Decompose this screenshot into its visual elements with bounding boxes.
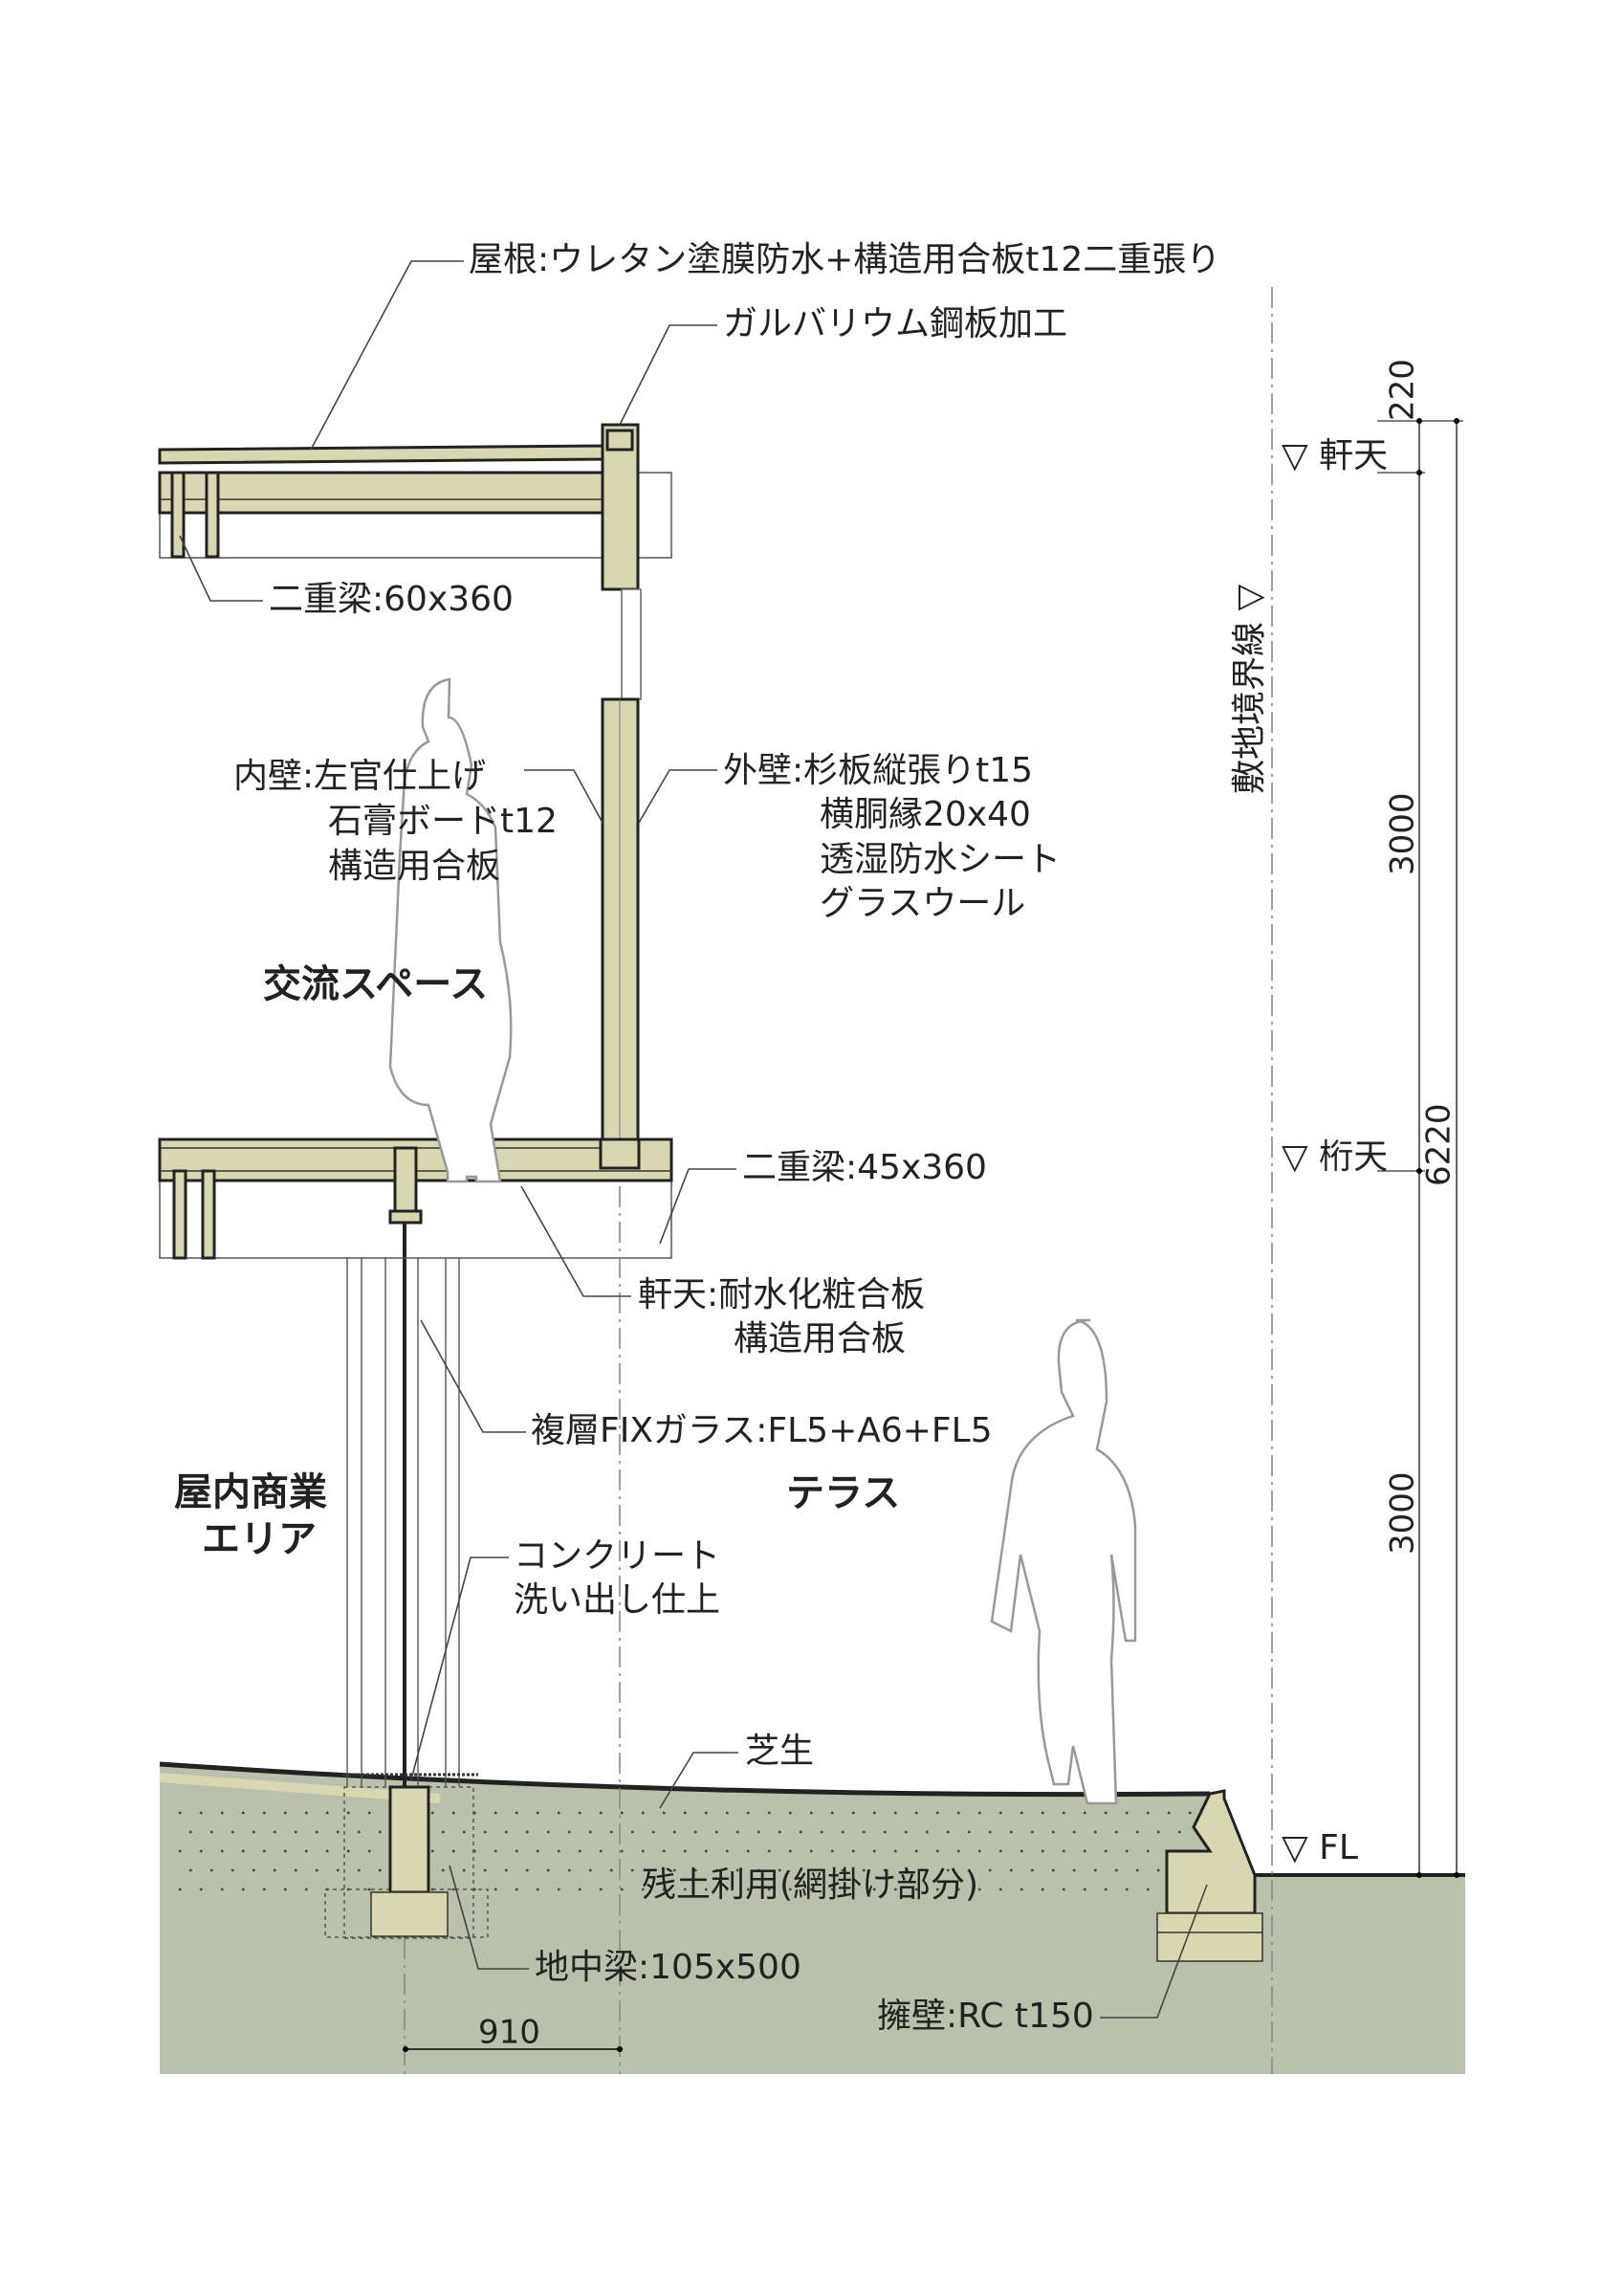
galvalume-label: ガルバリウム鋼板加工	[723, 304, 1067, 343]
room-indoor-commercial: エリア	[202, 1517, 317, 1561]
inner-wall-label: 石膏ボードt12	[328, 802, 558, 841]
retaining-wall	[1156, 1789, 1263, 1962]
leader-lines	[179, 260, 1208, 2019]
soil-hatch	[178, 1811, 1202, 1891]
inner-wall-label: 内壁:左官仕上げ	[233, 757, 486, 796]
lower-beam-label: 二重梁:45x360	[742, 1148, 987, 1187]
floor-slab	[158, 1137, 673, 1260]
soil-label: 残土利用(網掛け部分)	[642, 1866, 978, 1905]
dim-3000-upper: 3000	[1384, 792, 1422, 875]
ground	[159, 1761, 1465, 2074]
upper-beam-label: 二重梁:60x360	[269, 580, 514, 619]
soffit-label: 軒天:耐水化粧合板	[638, 1275, 925, 1314]
level-fl: ▽ FL	[1282, 1828, 1358, 1867]
dim-6220: 6220	[1420, 1103, 1459, 1186]
inner-wall-label: 構造用合板	[328, 847, 500, 886]
lawn-surface	[159, 1761, 1211, 1798]
concrete-label: 洗い出し仕上	[514, 1580, 720, 1620]
ground-beam	[324, 1785, 489, 1939]
person-upper-icon	[388, 677, 513, 1183]
dim-220: 220	[1384, 359, 1422, 421]
person-terrace-icon	[990, 1318, 1137, 1805]
outer-wall-label: 横胴縁20x40	[820, 795, 1031, 834]
outer-wall-label: 外壁:杉板縦張りt15	[723, 751, 1033, 790]
boundary-label: 敷地境界線 ▽	[1230, 585, 1269, 794]
level-eaves-ceiling: ▽ 軒天	[1282, 436, 1388, 475]
room-indoor-commercial: 屋内商業	[174, 1470, 327, 1514]
room-terrace: テラス	[786, 1471, 900, 1515]
dim-3000-lower: 3000	[1384, 1471, 1422, 1555]
roof-slab	[158, 423, 672, 700]
glass-label: 複層FIXガラス:FL5+A6+FL5	[531, 1411, 993, 1450]
lawn-label: 芝生	[745, 1732, 814, 1771]
dim-910: 910	[478, 2014, 540, 2052]
concrete-label: コンクリート	[514, 1536, 720, 1576]
ground-beam-label: 地中梁:105x500	[535, 1948, 801, 1987]
soffit-label: 構造用合板	[734, 1319, 906, 1358]
room-exchange-space: 交流スペース	[263, 962, 488, 1006]
roof-label: 屋根:ウレタン塗膜防水+構造用合板t12二重張り	[469, 240, 1220, 279]
window	[621, 588, 642, 700]
glass-columns	[342, 1215, 478, 1787]
level-beam-top: ▽ 桁天	[1282, 1137, 1388, 1177]
dimension-lines	[403, 418, 1463, 2052]
exterior-wall	[601, 697, 640, 1160]
retaining-wall-label: 擁壁:RC t150	[877, 1997, 1094, 2036]
outer-wall-label: 透湿防水シート	[820, 840, 1061, 879]
outer-wall-label: グラスウール	[820, 884, 1025, 923]
